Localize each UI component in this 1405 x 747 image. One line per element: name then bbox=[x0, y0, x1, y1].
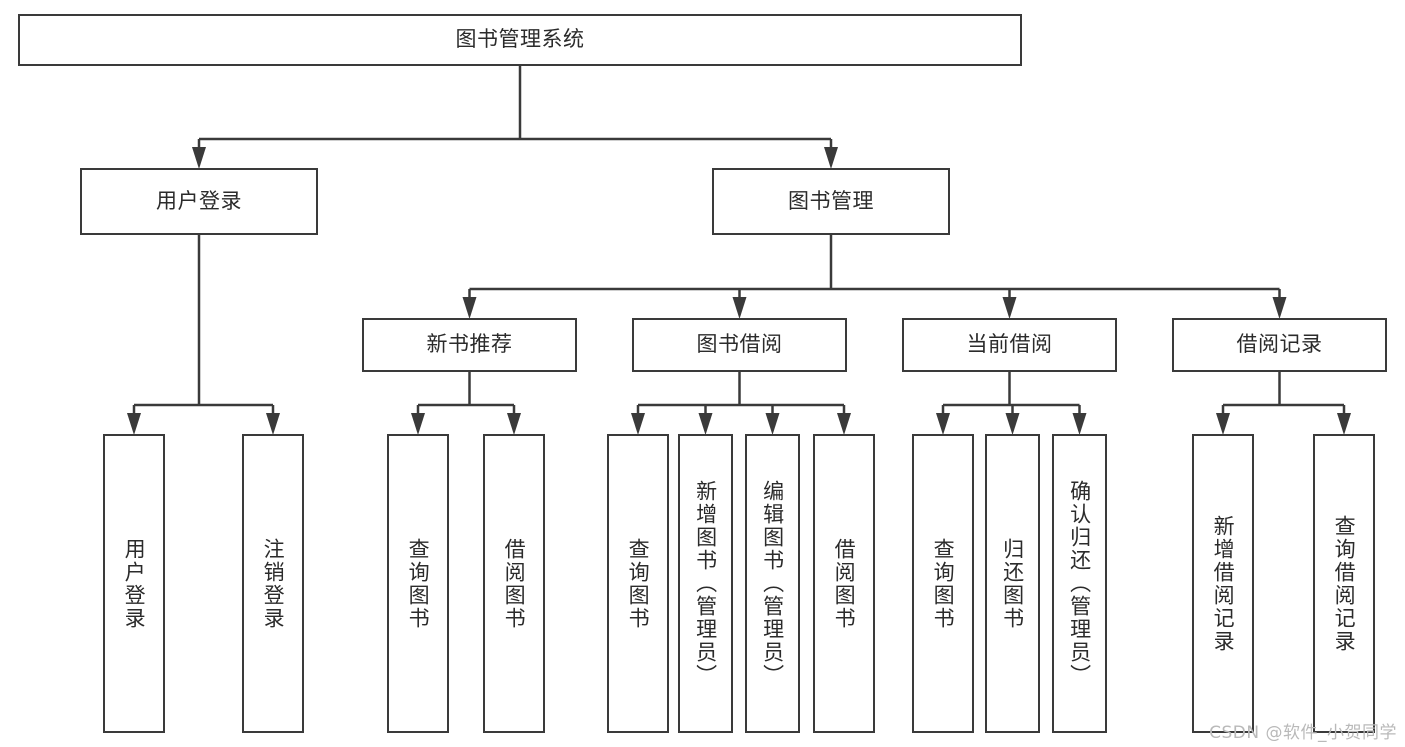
node-leaf-bb-query[interactable]: 查询图书 bbox=[607, 434, 669, 733]
node-new-book-rec[interactable]: 新书推荐 bbox=[362, 318, 577, 372]
node-label: 新书推荐 bbox=[426, 332, 513, 357]
node-label: 查询图书 bbox=[626, 537, 651, 630]
node-user-login[interactable]: 用户登录 bbox=[80, 168, 318, 235]
node-label: 查询图书 bbox=[406, 537, 431, 630]
node-borrow-record[interactable]: 借阅记录 bbox=[1172, 318, 1387, 372]
node-label: 图书借阅 bbox=[696, 332, 783, 357]
node-label: 查询图书 bbox=[931, 537, 956, 630]
node-label: 用户登录 bbox=[122, 537, 147, 630]
node-label: 新增借阅记录 bbox=[1211, 514, 1236, 653]
node-label: 当前借阅 bbox=[966, 332, 1053, 357]
node-leaf-rec-borrow[interactable]: 借阅图书 bbox=[483, 434, 545, 733]
node-label: 注销登录 bbox=[261, 537, 286, 630]
node-leaf-br-add[interactable]: 新增借阅记录 bbox=[1192, 434, 1254, 733]
node-leaf-logout[interactable]: 注销登录 bbox=[242, 434, 304, 733]
node-leaf-user-login[interactable]: 用户登录 bbox=[103, 434, 165, 733]
watermark: CSDN @软件_小贺同学 bbox=[1209, 723, 1397, 743]
node-label: 图书管理系统 bbox=[455, 27, 585, 52]
node-root[interactable]: 图书管理系统 bbox=[18, 14, 1022, 66]
node-leaf-bb-add[interactable]: 新增图书（管理员） bbox=[678, 434, 733, 733]
node-label: 归还图书 bbox=[1000, 537, 1025, 630]
node-leaf-cb-confirm[interactable]: 确认归还（管理员） bbox=[1052, 434, 1107, 733]
node-current-borrow[interactable]: 当前借阅 bbox=[902, 318, 1117, 372]
node-label: 确认归还（管理员） bbox=[1067, 480, 1092, 687]
node-label: 用户登录 bbox=[156, 188, 242, 213]
node-label: 新增图书（管理员） bbox=[693, 480, 718, 687]
node-leaf-br-query[interactable]: 查询借阅记录 bbox=[1313, 434, 1375, 733]
node-label: 查询借阅记录 bbox=[1332, 514, 1357, 653]
node-book-manage[interactable]: 图书管理 bbox=[712, 168, 950, 235]
node-label: 借阅记录 bbox=[1236, 332, 1323, 357]
node-book-borrow[interactable]: 图书借阅 bbox=[632, 318, 847, 372]
node-label: 借阅图书 bbox=[502, 537, 527, 630]
node-label: 图书管理 bbox=[788, 188, 874, 213]
node-leaf-cb-query[interactable]: 查询图书 bbox=[912, 434, 974, 733]
node-label: 借阅图书 bbox=[832, 537, 857, 630]
node-leaf-cb-return[interactable]: 归还图书 bbox=[985, 434, 1040, 733]
node-leaf-bb-borrow[interactable]: 借阅图书 bbox=[813, 434, 875, 733]
node-leaf-rec-query[interactable]: 查询图书 bbox=[387, 434, 449, 733]
node-label: 编辑图书（管理员） bbox=[760, 480, 785, 687]
node-leaf-bb-edit[interactable]: 编辑图书（管理员） bbox=[745, 434, 800, 733]
